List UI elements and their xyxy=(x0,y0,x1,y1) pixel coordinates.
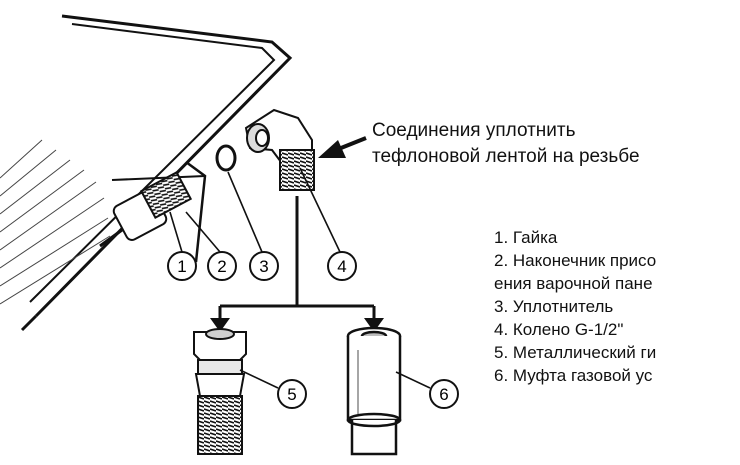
callout-number: 2 xyxy=(217,257,226,276)
pointer-arrow-icon xyxy=(318,136,367,158)
callout-leaders xyxy=(169,167,431,389)
callout-number: 1 xyxy=(177,257,186,276)
callout-number: 6 xyxy=(439,385,448,404)
callout-4: 4 xyxy=(327,251,357,281)
branch-arrowheads xyxy=(210,318,384,332)
legend-item: 5. Металлический ги xyxy=(494,343,657,362)
legend-item: 4. Колено G-1/2" xyxy=(494,320,624,339)
gasket-icon xyxy=(215,144,237,172)
panel-shading xyxy=(0,139,111,305)
branch-lines xyxy=(218,196,376,320)
callout-number: 5 xyxy=(287,385,296,404)
note-line-2: тефлоновой лентой на резьбе xyxy=(372,146,640,167)
callout-6: 6 xyxy=(429,379,459,409)
callout-2: 2 xyxy=(207,251,237,281)
parts-legend: 1. Гайка 2. Наконечник присо ения варочн… xyxy=(494,226,740,387)
elbow-fitting-icon xyxy=(244,108,315,191)
cooktop-fitting-icon xyxy=(99,171,193,248)
legend-item: ения варочной пане xyxy=(494,274,653,293)
legend-item: 3. Уплотнитель xyxy=(494,297,614,316)
legend-item: 2. Наконечник присо xyxy=(494,251,657,270)
callout-3: 3 xyxy=(249,251,279,281)
callout-number: 3 xyxy=(259,257,268,276)
note-line-1: Соединения уплотнить xyxy=(372,120,576,141)
callout-1: 1 xyxy=(167,251,197,281)
legend-item: 6. Муфта газовой ус xyxy=(494,366,653,385)
callout-number: 4 xyxy=(337,257,346,276)
gas-coupling-icon xyxy=(346,326,402,456)
cooktop-panel xyxy=(20,14,293,332)
callout-5: 5 xyxy=(277,379,307,409)
metal-hose-icon xyxy=(193,328,247,455)
legend-item: 1. Гайка xyxy=(494,228,558,247)
